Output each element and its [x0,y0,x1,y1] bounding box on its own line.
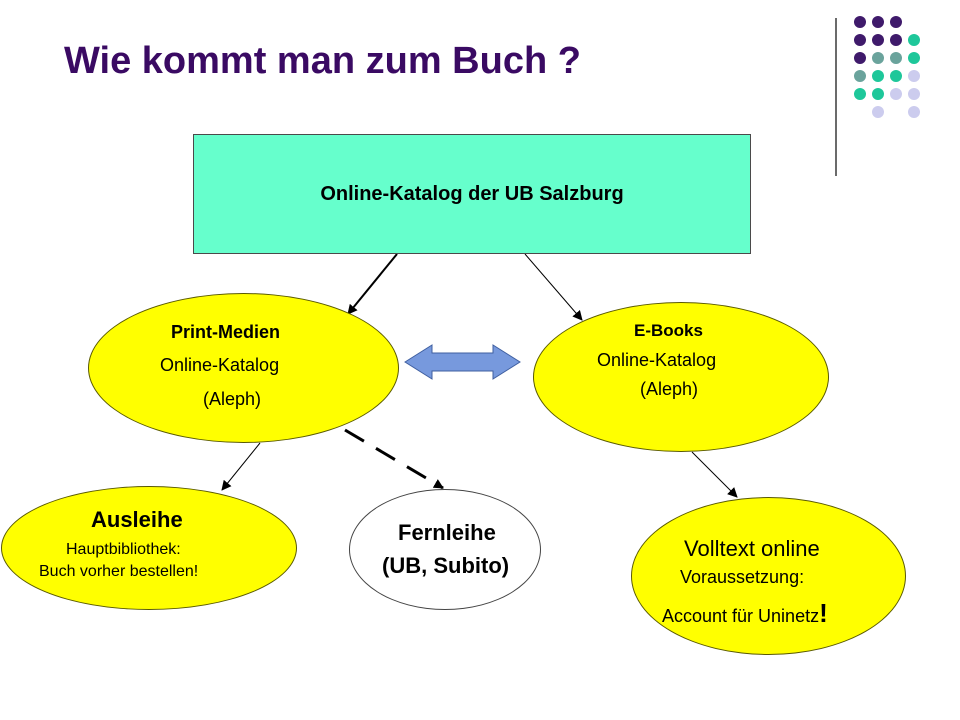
ebooks-line1: Online-Katalog [597,350,717,370]
decorative-vertical-rule [835,18,837,176]
catalog-box-label: Online-Katalog der UB Salzburg [320,182,624,205]
volltext-exclaim: ! [819,598,828,628]
ausleihe-line2: Buch vorher bestellen [39,563,194,580]
fernleihe-node [349,489,541,610]
decor-dot-teal [872,52,884,64]
catalog-box: Online-Katalog der UB Salzburg [193,134,751,254]
decor-dot-purple [872,34,884,46]
volltext-line1: Voraussetzung: [680,567,805,587]
arrow-catalog-to-ebooks [524,253,583,321]
volltext-node [631,497,906,655]
ausleihe-node [1,486,297,610]
decor-dot-green [890,70,902,82]
ausleihe-line2-wrap: Buch vorher bestellen! [39,563,198,581]
decor-dot-green [908,52,920,64]
arrow-ebooks-to-volltext [691,451,738,498]
decor-dot-green [872,70,884,82]
volltext-heading: Volltext online [684,536,820,561]
ausleihe-line1: Hauptbibliothek: [66,541,181,558]
print-media-line1: Online-Katalog [160,355,280,375]
slide-title: Wie kommt man zum Buch ? [64,40,581,82]
arrow-catalog-to-print [347,253,398,315]
volltext-line2-wrap: Account für Uninetz! [662,598,828,629]
decor-dot-green [854,88,866,100]
decor-dot-lavender [908,70,920,82]
ausleihe-heading: Ausleihe [91,507,183,532]
print-media-line2: (Aleph) [203,389,262,409]
decor-dot-purple [890,16,902,28]
ausleihe-exclaim: ! [193,563,199,580]
ebooks-node [533,302,829,452]
print-media-heading: Print-Medien [171,322,281,342]
double-arrow-print-ebooks [404,344,521,380]
decor-dot-purple [854,34,866,46]
arrow-print-to-fernleihe-dashed [344,428,444,490]
decor-dot-purple [854,52,866,64]
decor-dot-lavender [872,106,884,118]
ebooks-heading: E-Books [634,321,703,340]
decorative-dot-grid [854,16,920,118]
arrow-print-to-ausleihe [221,442,261,491]
decor-dot-lavender [908,106,920,118]
decor-dot-teal [854,70,866,82]
decor-dot-purple [890,34,902,46]
ebooks-line2: (Aleph) [640,379,699,399]
decor-dot-green [908,34,920,46]
decor-dot-lavender [890,88,902,100]
decor-dot-purple [854,16,866,28]
decor-dot-lavender [908,88,920,100]
decor-dot-green [872,88,884,100]
decor-dot-teal [890,52,902,64]
decor-dot-purple [872,16,884,28]
fernleihe-heading: Fernleihe [398,520,496,545]
fernleihe-line1: (UB, Subito) [382,553,510,578]
volltext-line2: Account für Uninetz [662,606,820,626]
print-media-node [88,293,399,443]
